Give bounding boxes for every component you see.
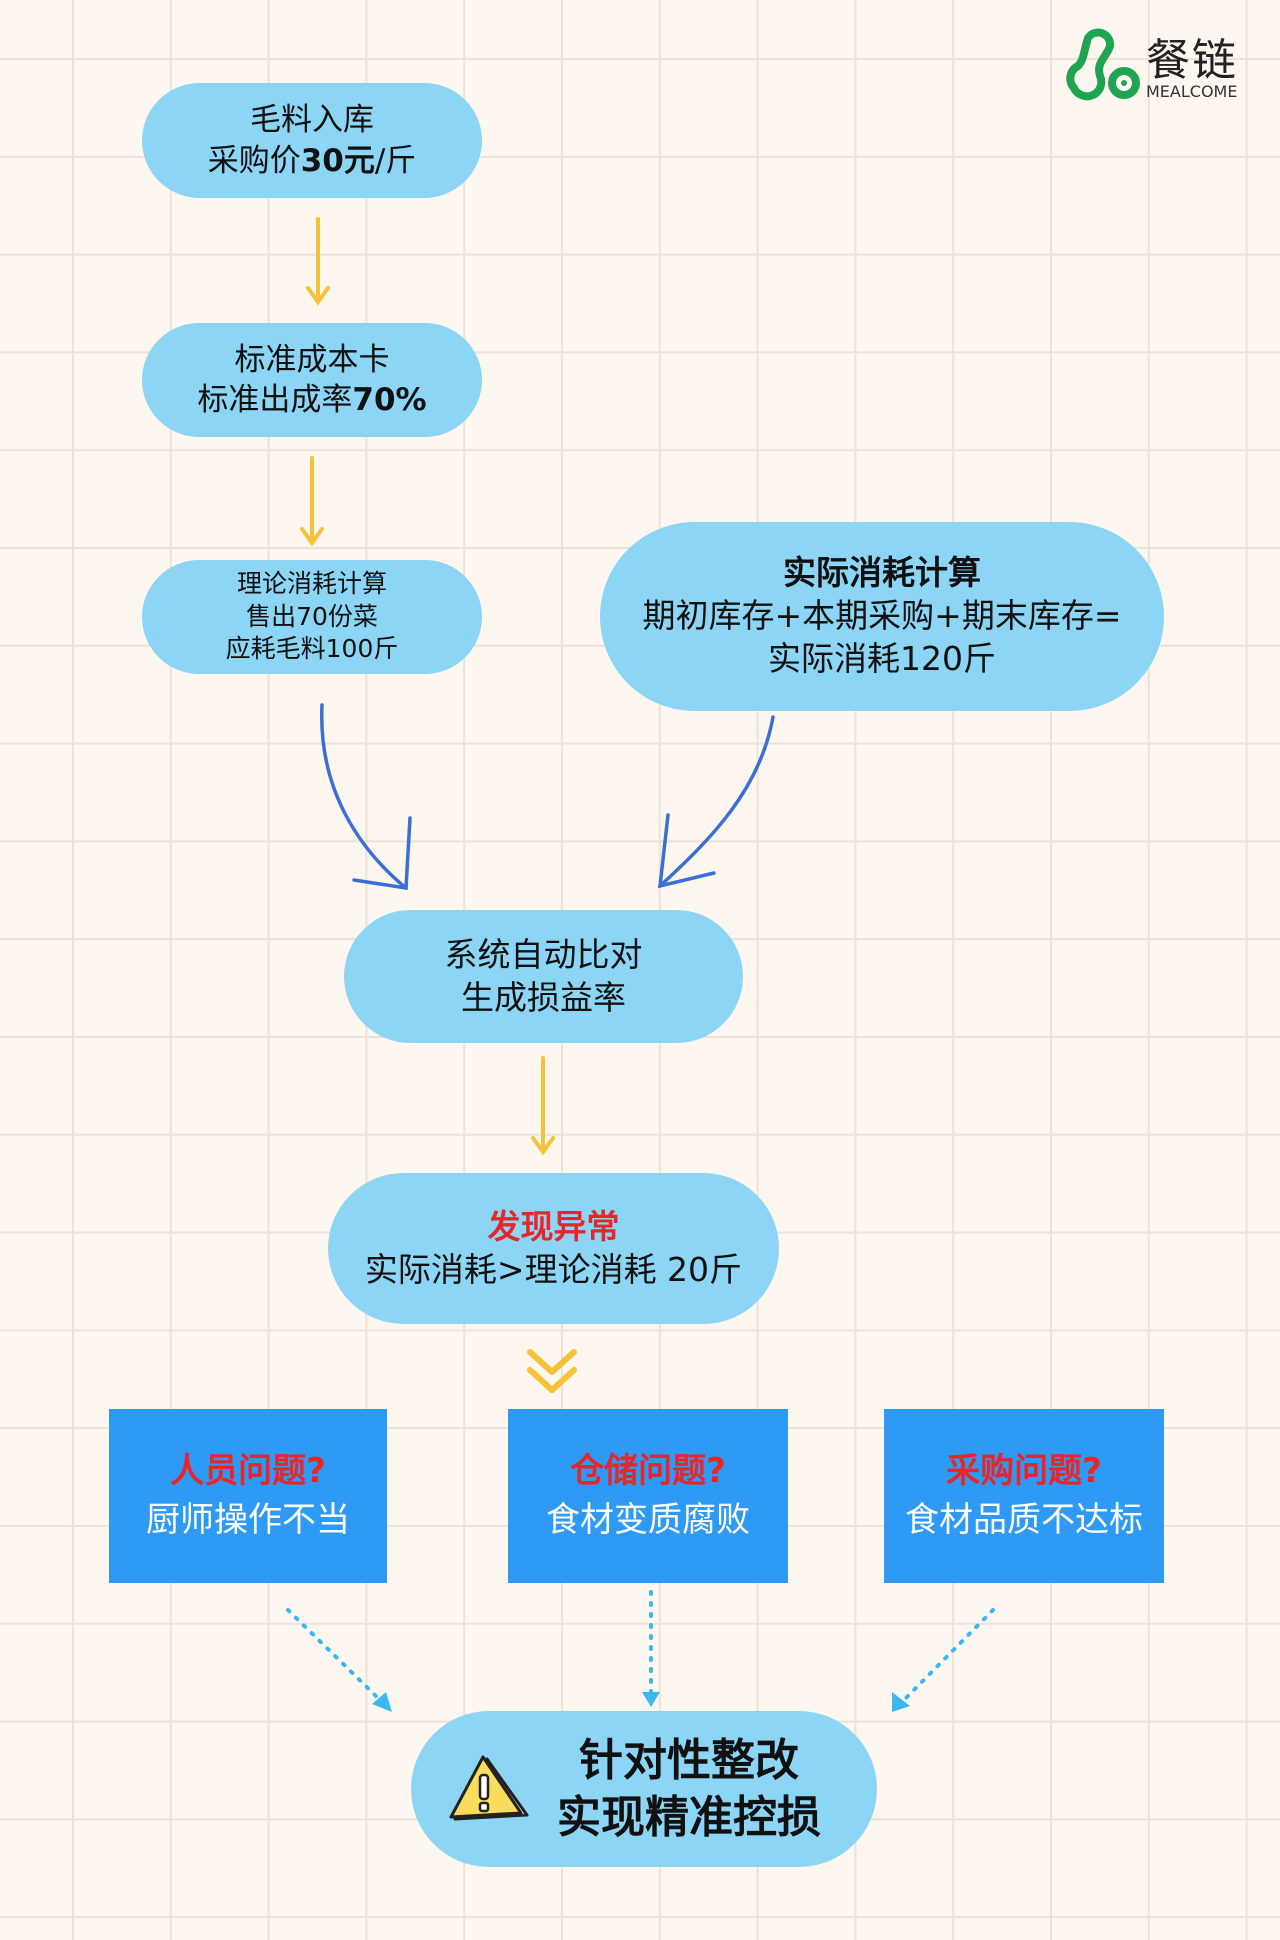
actual-formula: 期初库存+本期采购+期末库存=	[642, 596, 1122, 636]
cause-desc: 食材品质不达标	[905, 1500, 1143, 1540]
logo-name-cn: 餐链	[1146, 35, 1238, 86]
cause-desc: 食材变质腐败	[546, 1500, 750, 1540]
curved-arrow-right	[657, 715, 775, 889]
cause-purchase: 采购问题? 食材品质不达标	[884, 1409, 1164, 1583]
curved-arrow-left	[320, 703, 412, 891]
logo-name-en: MEALCOME	[1146, 82, 1238, 101]
stock-in-price: 采购价30元/斤	[207, 142, 417, 179]
standard-card-rate: 标准出成率70%	[197, 382, 427, 418]
anomaly-title: 发现异常	[487, 1206, 620, 1246]
compare-line2: 生成损益率	[461, 977, 626, 1017]
node-standard-card: 标准成本卡 标准出成率70%	[142, 323, 482, 437]
double-chevron-icon	[527, 1349, 577, 1393]
arrow-down-2	[300, 456, 324, 547]
theory-title: 理论消耗计算	[236, 569, 387, 599]
node-anomaly: 发现异常 实际消耗>理论消耗 20斤	[328, 1173, 779, 1324]
actual-consumption: 实际消耗120斤	[768, 638, 996, 678]
stock-in-title: 毛料入库	[250, 102, 374, 139]
cause-title: 人员问题?	[170, 1450, 326, 1491]
mealcome-logo: 餐链 MEALCOME	[1058, 28, 1248, 104]
node-theory: 理论消耗计算 售出70份菜 应耗毛料100斤	[142, 560, 482, 674]
theory-sold: 售出70份菜	[246, 601, 378, 631]
cause-desc: 厨师操作不当	[146, 1500, 350, 1540]
dotted-arrow-left	[286, 1608, 392, 1712]
cause-staff: 人员问题? 厨师操作不当	[109, 1409, 387, 1583]
node-compare: 系统自动比对 生成损益率	[344, 910, 743, 1043]
node-actual: 实际消耗计算 期初库存+本期采购+期末库存= 实际消耗120斤	[600, 522, 1164, 711]
anomaly-detail: 实际消耗>理论消耗 20斤	[364, 1249, 743, 1289]
logo-mark-icon	[1066, 28, 1140, 101]
result-line1: 针对性整改	[579, 1734, 799, 1786]
dotted-arrow-middle	[642, 1590, 660, 1707]
theory-consumption: 应耗毛料100斤	[225, 634, 399, 664]
node-result: 针对性整改 实现精准控损	[411, 1711, 877, 1867]
cause-title: 仓储问题?	[570, 1450, 726, 1491]
warning-icon	[449, 1755, 529, 1821]
cause-title: 采购问题?	[946, 1450, 1102, 1491]
node-stock-in: 毛料入库 采购价30元/斤	[142, 83, 482, 198]
arrow-down-1	[306, 217, 330, 306]
arrow-down-3	[531, 1056, 555, 1156]
compare-line1: 系统自动比对	[444, 934, 643, 974]
cause-storage: 仓储问题? 食材变质腐败	[508, 1409, 788, 1583]
dotted-arrow-right	[892, 1608, 995, 1712]
actual-title: 实际消耗计算	[783, 553, 981, 593]
standard-card-title: 标准成本卡	[234, 341, 390, 378]
result-line2: 实现精准控损	[557, 1792, 821, 1843]
